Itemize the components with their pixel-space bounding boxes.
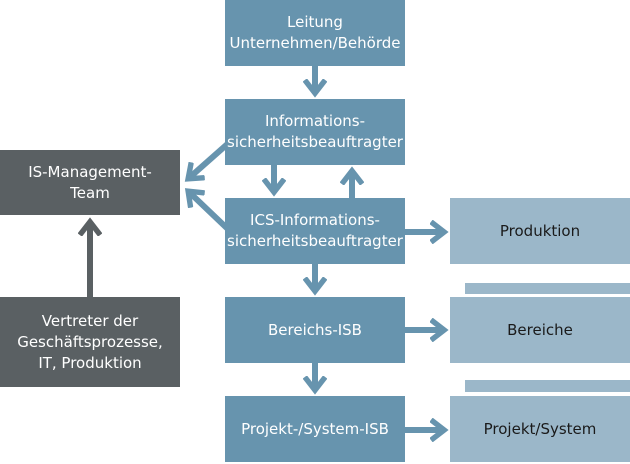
node-informationssicherheitsbeauftragter: Informations- sicherheitsbeauftragter	[225, 99, 405, 165]
node-produktion: Produktion	[450, 198, 630, 264]
node-is-management-team-label: IS-Management- Team	[28, 162, 152, 202]
node-projekt-system: Projekt/System	[450, 396, 630, 462]
node-bereichs-isb: Bereichs-ISB	[225, 297, 405, 363]
node-leitung: Leitung Unternehmen/Behörde	[225, 0, 405, 66]
node-vertreter-label: Vertreter der Geschäftsprozesse, IT, Pro…	[17, 311, 163, 372]
node-projekt-system-label: Projekt/System	[483, 419, 597, 438]
node-projekt-system-isb: Projekt-/System-ISB	[225, 396, 405, 462]
node-ics-isb-label: ICS-Informations- sicherheitsbeauftragte…	[227, 211, 403, 250]
node-produktion-label: Produktion	[499, 221, 581, 240]
node-vertreter: Vertreter der Geschäftsprozesse, IT, Pro…	[0, 297, 180, 387]
stack-layer-projekt-system	[465, 380, 630, 392]
node-is-management-team: IS-Management- Team	[0, 150, 180, 215]
node-bereichs-isb-label: Bereichs-ISB	[268, 320, 362, 339]
node-bereiche-label: Bereiche	[507, 320, 573, 339]
node-isb-label: Informations- sicherheitsbeauftragter	[227, 112, 403, 151]
arrow-ics-to-mgmt	[189, 192, 235, 236]
node-bereiche: Bereiche	[450, 297, 630, 363]
node-projekt-isb-label: Projekt-/System-ISB	[241, 419, 389, 438]
node-ics-informationssicherheitsbeauftragter: ICS-Informations- sicherheitsbeauftragte…	[225, 198, 405, 264]
stack-layer-bereiche	[465, 283, 630, 294]
arrow-isb-to-mgmt	[189, 137, 234, 178]
node-leitung-label: Leitung Unternehmen/Behörde	[229, 13, 401, 52]
